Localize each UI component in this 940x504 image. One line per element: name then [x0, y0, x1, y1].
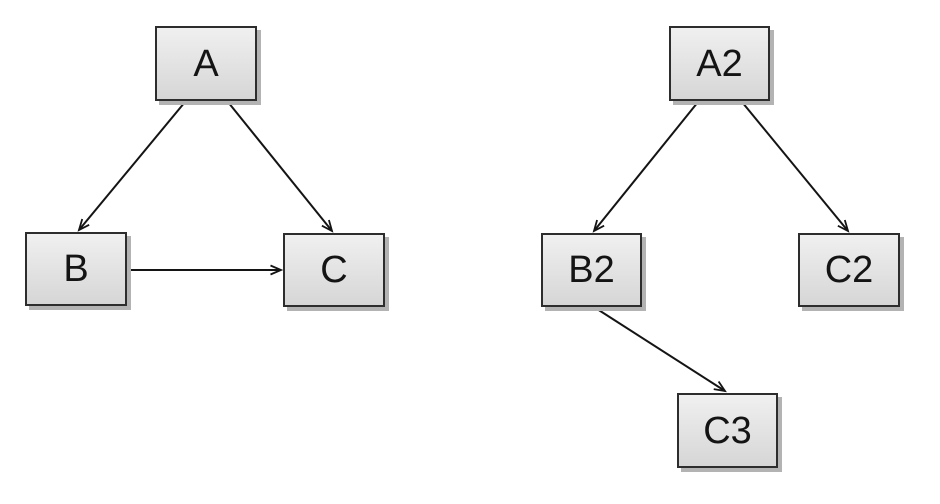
diagram-node-C[interactable]: C [283, 233, 385, 307]
diagram-node-B[interactable]: B [25, 232, 127, 306]
node-label: B2 [568, 249, 615, 291]
node-label: C2 [824, 249, 874, 291]
diagram-edge-A2-B2[interactable] [592, 101, 699, 233]
diagram-node-A2[interactable]: A2 [669, 26, 770, 101]
diagram-edge-A2-C2[interactable] [741, 101, 850, 233]
diagram-edge-B2-C3[interactable] [593, 306, 727, 393]
node-label: C [320, 249, 348, 291]
diagram-edge-A-C[interactable] [227, 101, 334, 233]
diagram-node-B2[interactable]: B2 [541, 233, 642, 307]
node-label: C3 [703, 409, 752, 452]
node-label: A [193, 42, 219, 85]
diagram-node-C2[interactable]: C2 [798, 233, 900, 307]
node-label: A2 [696, 42, 743, 85]
diagram-edge-A-B[interactable] [77, 101, 186, 232]
diagram-node-A[interactable]: A [155, 26, 257, 101]
node-label: B [63, 248, 89, 290]
diagram-node-C3[interactable]: C3 [677, 393, 778, 468]
